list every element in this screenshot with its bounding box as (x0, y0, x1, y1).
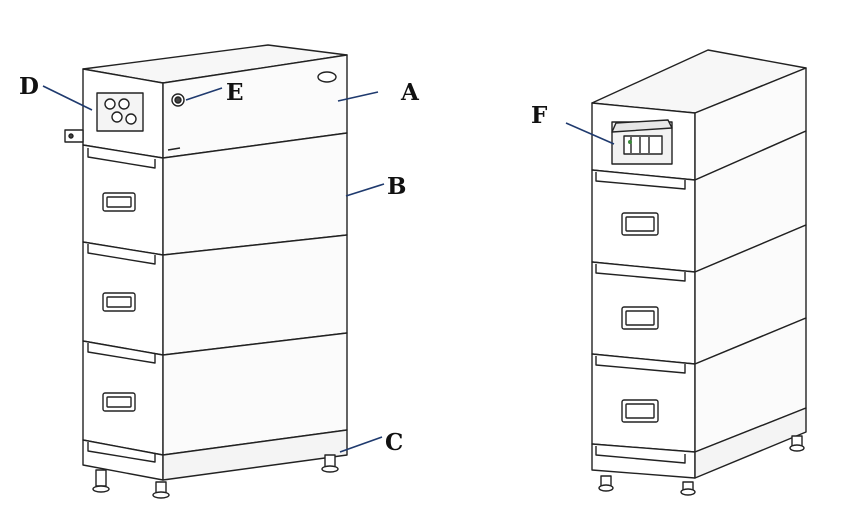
label-c: C (385, 429, 404, 456)
label-d: D (19, 73, 39, 100)
right-handle-2 (621, 306, 659, 330)
left-connector-1 (104, 98, 116, 110)
right-foot-1-pad (598, 484, 614, 492)
breaker-switches (623, 135, 663, 155)
right-handle-3 (621, 399, 659, 423)
leader-d (42, 85, 93, 111)
left-connector-3 (111, 111, 123, 123)
label-b: B (387, 173, 407, 200)
breaker-cover (611, 119, 673, 133)
right-foot-3-pad (789, 444, 805, 452)
label-a: A (401, 79, 419, 106)
left-base-side (162, 429, 348, 481)
leader-a (337, 91, 379, 102)
left-plate-1 (87, 148, 156, 169)
leader-e (185, 87, 223, 101)
left-battery-unit (64, 44, 348, 499)
left-plate-4 (87, 442, 156, 463)
left-foot-3-pad (321, 465, 339, 473)
label-f: F (531, 102, 548, 129)
wall-bracket (64, 129, 84, 143)
right-handle-1 (621, 212, 659, 236)
leader-b (345, 183, 385, 197)
left-handle-2 (102, 292, 136, 312)
breaker-indicator (628, 140, 632, 144)
left-handle-3 (102, 392, 136, 412)
right-battery-unit (591, 49, 807, 496)
left-foot-1-pad (92, 485, 110, 493)
leader-f (565, 122, 615, 145)
left-foot-2-pad (152, 491, 170, 499)
right-plate-1 (595, 172, 686, 190)
right-foot-2-pad (680, 488, 696, 496)
brand-logo (317, 71, 337, 83)
label-e: E (226, 79, 244, 106)
right-plate-4 (595, 446, 686, 464)
left-plate-3 (87, 343, 156, 364)
leader-c (339, 436, 383, 453)
left-foot-1 (95, 469, 107, 487)
left-connector-panel (96, 92, 144, 132)
left-foot-3 (324, 454, 336, 468)
right-plate-3 (595, 356, 686, 374)
right-plate-2 (595, 264, 686, 282)
left-handle-1 (102, 192, 136, 212)
left-connector-2 (118, 98, 130, 110)
right-base-side (694, 407, 807, 479)
left-connector-4 (125, 113, 137, 125)
left-plate-2 (87, 244, 156, 265)
